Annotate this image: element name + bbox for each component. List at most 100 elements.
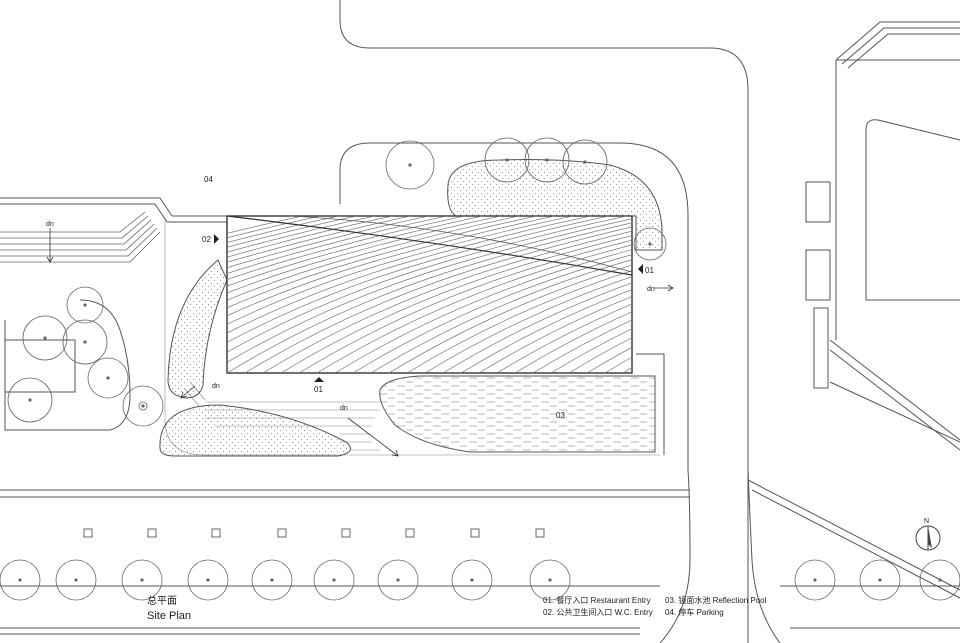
- roof-hatch-line: [875, 200, 960, 373]
- tree-trunk: [545, 158, 549, 162]
- marker-02: [214, 234, 219, 244]
- roof-hatch-line: [227, 216, 449, 274]
- roof-hatch-line: [424, 276, 632, 373]
- tree-trunk: [332, 578, 336, 582]
- roof-hatch-line: [352, 254, 632, 373]
- tree-trunk: [140, 578, 144, 582]
- roof-hatch-line: [496, 303, 632, 373]
- tree-trunk: [270, 578, 274, 582]
- roof-hatch-line: [442, 282, 632, 373]
- tree-trunk: [408, 163, 412, 167]
- bollard: [83, 528, 93, 538]
- tree-canopy: [385, 140, 435, 190]
- roof-hatch-line: [227, 216, 485, 287]
- drawing-title-en: Site Plan: [147, 610, 192, 622]
- bollard: [405, 528, 415, 538]
- parking-area: [0, 197, 227, 223]
- road-corner-curb: [659, 469, 691, 643]
- roof-hatch-line: [785, 200, 960, 373]
- tree-canopy: [121, 559, 163, 601]
- road-edge-north-left: [339, 0, 749, 470]
- tree-canopy: [22, 315, 68, 361]
- neighbour-building: [805, 21, 960, 451]
- roof-hatch-line: [659, 200, 960, 373]
- roof-hatch-line: [821, 200, 960, 373]
- road-corner-curb-right: [747, 469, 781, 643]
- drawing-title-cn: 总平面: [147, 596, 177, 607]
- direction-markers: [46, 228, 674, 457]
- roof-hatch-line: [227, 216, 503, 294]
- marker-01-right: [638, 264, 643, 274]
- tree-canopy: [313, 559, 355, 601]
- roof-hatch-line: [227, 216, 521, 301]
- label-zone-03: 03: [556, 411, 565, 420]
- landscape-beds: [159, 159, 663, 457]
- label-entry-02: 02: [202, 235, 211, 244]
- bollard: [277, 528, 287, 538]
- tree-canopy: [859, 559, 901, 601]
- tree-canopy: [377, 559, 419, 601]
- tree-trunk: [548, 578, 552, 582]
- roof-hatch-line: [929, 200, 960, 373]
- reflection-pool: [379, 375, 656, 453]
- roof-hatch-line: [622, 367, 632, 373]
- trees: [0, 137, 960, 601]
- tree-trunk: [813, 578, 817, 582]
- roof-hatch-line: [857, 200, 960, 373]
- label-entry-01-right: 01: [645, 266, 654, 275]
- planter-top-right: [447, 159, 663, 251]
- roof-hatch-line: [227, 216, 431, 269]
- roof-hatch-line: [839, 200, 960, 373]
- site-boundary: [339, 142, 689, 470]
- roof-hatch-line: [478, 296, 632, 373]
- tree-canopy: [484, 137, 530, 183]
- roof-hatch-line: [460, 289, 632, 373]
- label-entry-01-bottom: 01: [314, 385, 323, 394]
- tree-canopy: [529, 559, 571, 601]
- legend-item: 03. 镜面水池 Reflection Pool: [665, 596, 767, 605]
- roof-hatch-line: [767, 200, 960, 373]
- tree-trunk: [583, 160, 587, 164]
- roof-hatch-line: [227, 216, 557, 317]
- planter-left-crescent: [167, 259, 228, 399]
- tree-trunk: [938, 578, 942, 582]
- tree-canopy: [251, 559, 293, 601]
- roof-hatch-line: [532, 319, 632, 373]
- roof-hatch-line: [227, 216, 575, 325]
- left-stair: [0, 211, 161, 263]
- left-garden: [4, 299, 131, 431]
- tree-trunk: [505, 158, 509, 162]
- tree-trunk: [83, 303, 87, 307]
- roof-hatch-line: [227, 222, 632, 373]
- tree-trunk: [18, 578, 22, 582]
- tree-canopy: [451, 559, 493, 601]
- legend-item: 02. 公共卫生间入口 W.C. Entry: [543, 608, 653, 617]
- label-ramp-dn-center: dn: [340, 405, 348, 412]
- tree-canopy: [55, 559, 97, 601]
- tree-trunk: [74, 578, 78, 582]
- road-edge-se-a: [747, 479, 960, 591]
- roof-hatch-line: [803, 200, 960, 373]
- road-edge-se-b: [751, 489, 960, 599]
- bollard: [470, 528, 480, 538]
- roof-hatch-line: [893, 200, 960, 373]
- tree-trunk: [470, 578, 474, 582]
- tree-trunk: [206, 578, 210, 582]
- tree-canopy: [0, 559, 41, 601]
- tree-trunk: [141, 404, 145, 408]
- tree-trunk: [878, 578, 882, 582]
- roof-hatch-line: [262, 230, 632, 373]
- roof-hatch-line: [227, 216, 413, 263]
- roof-hatch-line: [677, 200, 960, 373]
- roof-hatch-line: [911, 200, 960, 373]
- roof-hatch-line: [334, 249, 632, 373]
- tree-trunk: [138, 401, 148, 411]
- tree-canopy: [122, 385, 164, 427]
- roof-hatch-line: [244, 226, 632, 373]
- legend-item: 04. 停车 Parking: [665, 608, 724, 617]
- label-stair-dn: dn: [46, 221, 54, 228]
- north-arrow: [915, 525, 941, 551]
- tree-canopy: [633, 227, 667, 261]
